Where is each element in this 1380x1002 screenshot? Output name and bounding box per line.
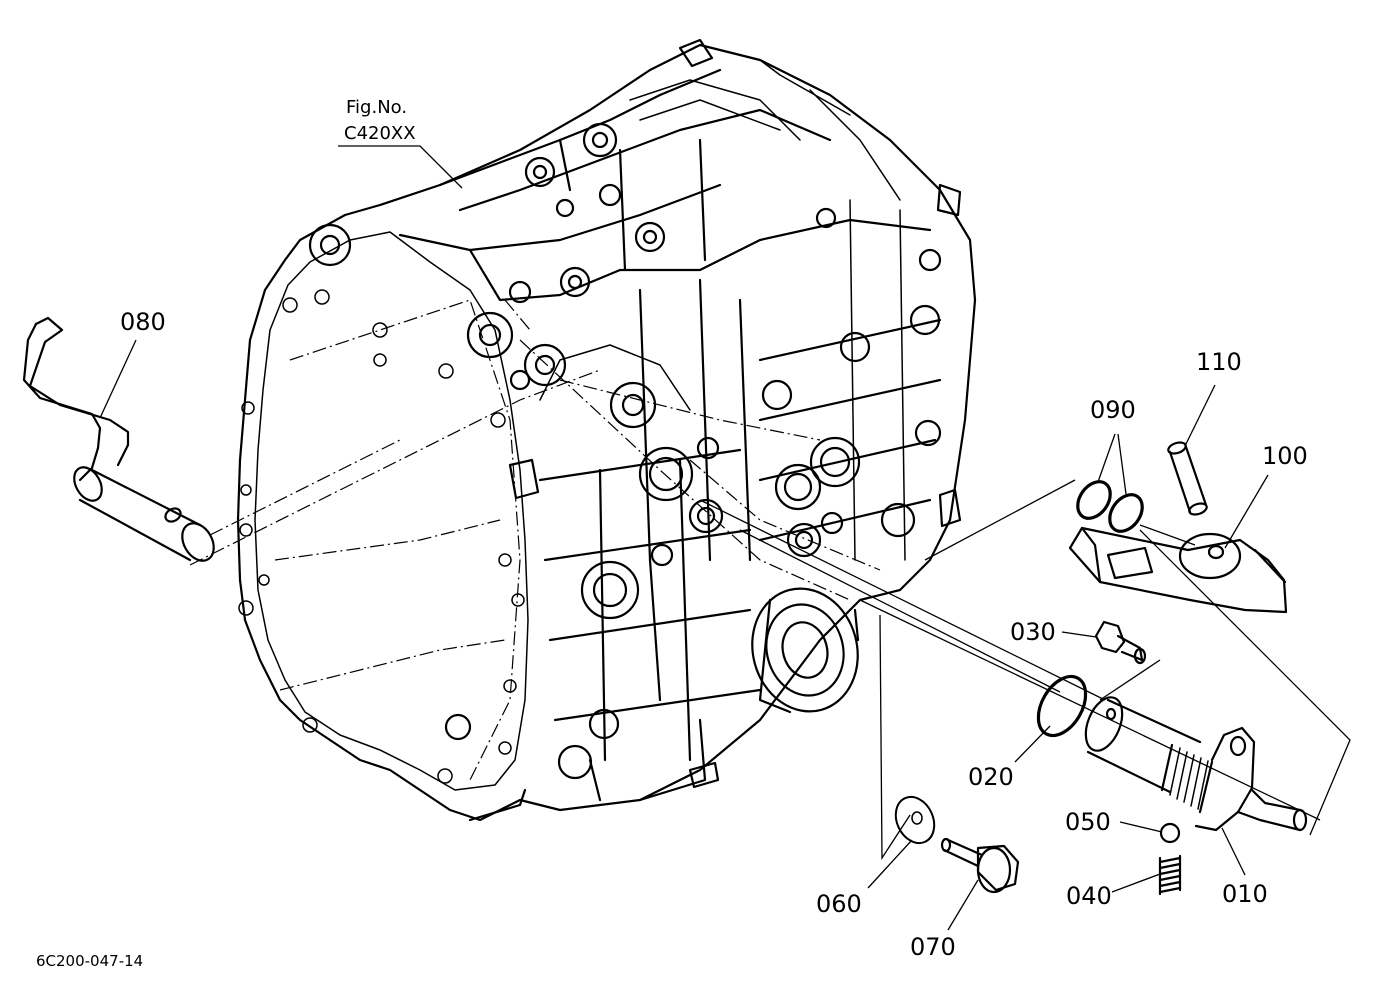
side-cover bbox=[751, 587, 860, 714]
connector-lines bbox=[699, 479, 1351, 861]
part-110-spring-pin bbox=[1167, 441, 1208, 516]
housing-flange-inner bbox=[254, 231, 529, 791]
callout-090: 090 bbox=[1090, 396, 1136, 424]
part-080-shift-shaft bbox=[22, 316, 215, 562]
part-100-shift-arm bbox=[1068, 526, 1288, 614]
callout-010: 010 bbox=[1222, 880, 1268, 908]
part-010-shaft-assembly bbox=[1084, 696, 1308, 832]
transmission-housing bbox=[236, 38, 977, 822]
figure-ref-line2: C420XX bbox=[344, 123, 416, 144]
callout-leaders bbox=[99, 145, 1269, 931]
callout-070: 070 bbox=[910, 933, 956, 961]
part-050-ball bbox=[1159, 822, 1181, 844]
labels: Fig.No. C420XX 080 090 110 100 030 020 0… bbox=[36, 97, 1308, 970]
callout-060: 060 bbox=[816, 890, 862, 918]
callout-040: 040 bbox=[1066, 882, 1112, 910]
callout-100: 100 bbox=[1262, 442, 1308, 470]
callout-080: 080 bbox=[120, 308, 166, 336]
housing-bosses bbox=[308, 122, 942, 780]
part-060-washer bbox=[894, 795, 936, 845]
figure-ref-line1: Fig.No. bbox=[346, 97, 407, 118]
part-070-stop-bolt bbox=[940, 837, 1020, 894]
diagram-code: 6C200-047-14 bbox=[36, 952, 143, 970]
callout-050: 050 bbox=[1065, 808, 1111, 836]
callout-110: 110 bbox=[1196, 348, 1242, 376]
assembly-lines bbox=[189, 299, 881, 601]
callout-020: 020 bbox=[968, 763, 1014, 791]
part-090-o-rings bbox=[1076, 480, 1144, 533]
flange-bolt-holes bbox=[238, 289, 525, 784]
part-040-spring bbox=[1158, 854, 1182, 896]
part-030-plug bbox=[1094, 620, 1147, 665]
housing-flange-outline bbox=[236, 43, 977, 822]
callout-030: 030 bbox=[1010, 618, 1056, 646]
part-020-o-ring bbox=[1036, 674, 1088, 738]
